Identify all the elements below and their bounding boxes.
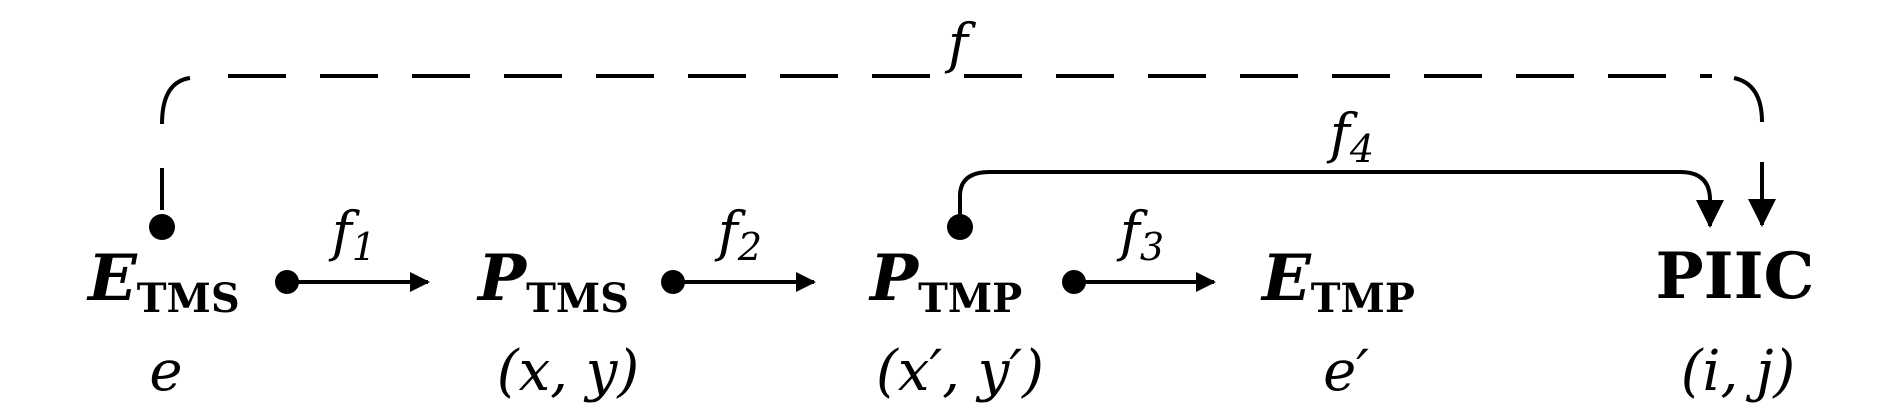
label-f2: f2 <box>714 200 762 269</box>
label-f: f <box>944 12 976 75</box>
node-e-tmp: ETMP <box>1260 241 1415 322</box>
node-piic: PIIC <box>1656 239 1815 314</box>
arrow-f-start-dot <box>149 214 175 240</box>
node-p-tms: PTMS <box>476 241 629 322</box>
node-p-tms-variable: (x, y) <box>497 339 640 404</box>
arrow-f3 <box>1062 270 1216 294</box>
node-e-tms-variable: e <box>149 339 182 404</box>
arrow-f-dashed <box>149 74 1776 240</box>
node-p-tmp: PTMP <box>868 241 1022 322</box>
node-piic-variable: (i, j) <box>1681 339 1796 404</box>
arrow-f4-start-dot <box>947 214 973 240</box>
label-f1: f1 <box>328 200 376 269</box>
arrow-f1 <box>275 270 430 294</box>
arrow-f2 <box>661 270 816 294</box>
arrow-f4 <box>947 170 1724 240</box>
node-p-tmp-variable: (x′, y′) <box>876 339 1044 404</box>
label-f3: f3 <box>1116 200 1164 269</box>
label-f4: f4 <box>1326 102 1374 171</box>
node-e-tmp-variable: e′ <box>1323 339 1369 404</box>
node-e-tms: ETMS <box>86 241 240 322</box>
